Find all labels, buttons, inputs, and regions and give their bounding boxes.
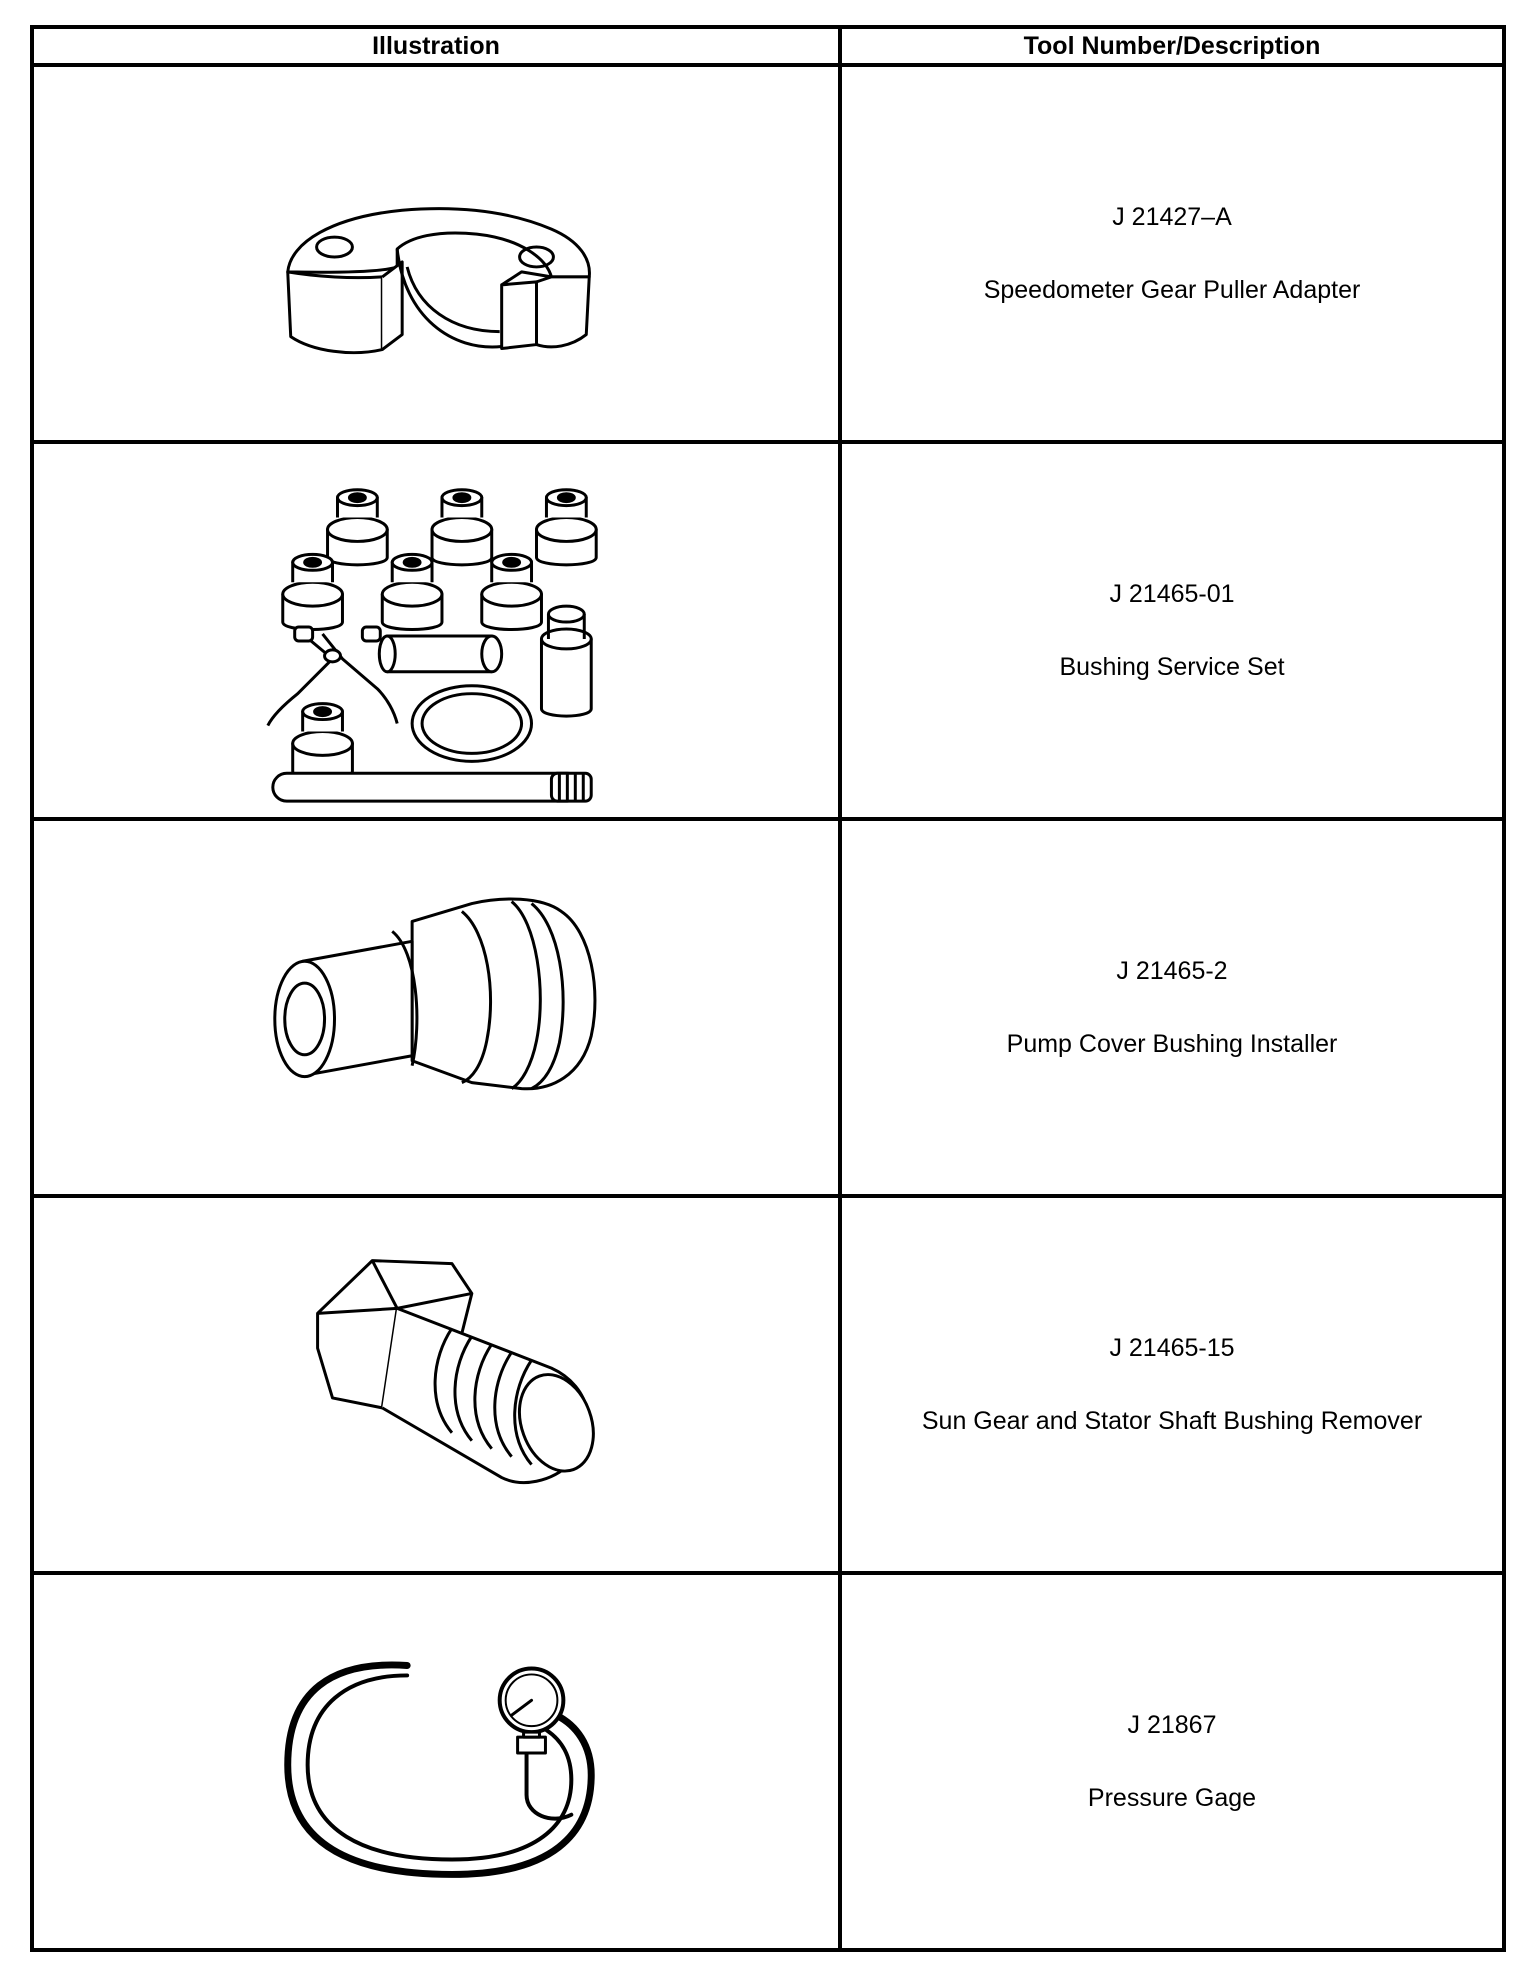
tool-number: J 21867: [1127, 1710, 1217, 1739]
table-header-row: Illustration Tool Number/Description: [30, 25, 1506, 67]
description-cell: J 21465-15 Sun Gear and Stator Shaft Bus…: [838, 1194, 1506, 1575]
pressure-gage-icon: [284, 1661, 595, 1878]
tool-number: J 21427–A: [1112, 202, 1232, 231]
tool-number: J 21465-15: [1109, 1333, 1235, 1362]
tool-number: J 21465-2: [1116, 956, 1228, 985]
description-cell: J 21465-01 Bushing Service Set: [838, 440, 1506, 821]
table-row: J 21465-15 Sun Gear and Stator Shaft Bus…: [30, 1194, 1506, 1575]
table-row: J 21867 Pressure Gage: [30, 1571, 1506, 1952]
table-row: J 21465-01 Bushing Service Set: [30, 440, 1506, 821]
tool-description: Sun Gear and Stator Shaft Bushing Remove…: [921, 1406, 1423, 1435]
tool-description: Speedometer Gear Puller Adapter: [983, 275, 1361, 304]
illustration-cell: [30, 63, 842, 444]
tool-description: Pump Cover Bushing Installer: [1006, 1029, 1338, 1058]
special-tools-table: Illustration Tool Number/Description: [30, 25, 1506, 1952]
tool-description: Pressure Gage: [1087, 1783, 1257, 1812]
tool-number: J 21465-01: [1109, 579, 1235, 608]
tool-description: Bushing Service Set: [1059, 652, 1285, 681]
illustration-cell: [30, 1571, 842, 1952]
bushing-service-set-icon: [266, 488, 598, 803]
header-illustration: Illustration: [30, 25, 842, 67]
table-row: J 21465-2 Pump Cover Bushing Installer: [30, 817, 1506, 1198]
bushing-remover-icon: [316, 1259, 595, 1485]
illustration-cell: [30, 1194, 842, 1575]
table-row: J 21427–A Speedometer Gear Puller Adapte…: [30, 63, 1506, 444]
description-cell: J 21427–A Speedometer Gear Puller Adapte…: [838, 63, 1506, 444]
header-tool-number-description: Tool Number/Description: [838, 25, 1506, 67]
illustration-cell: [30, 440, 842, 821]
description-cell: J 21465-2 Pump Cover Bushing Installer: [838, 817, 1506, 1198]
description-cell: J 21867 Pressure Gage: [838, 1571, 1506, 1952]
bushing-installer-icon: [273, 897, 597, 1091]
gear-puller-adapter-icon: [286, 207, 591, 355]
illustration-cell: [30, 817, 842, 1198]
